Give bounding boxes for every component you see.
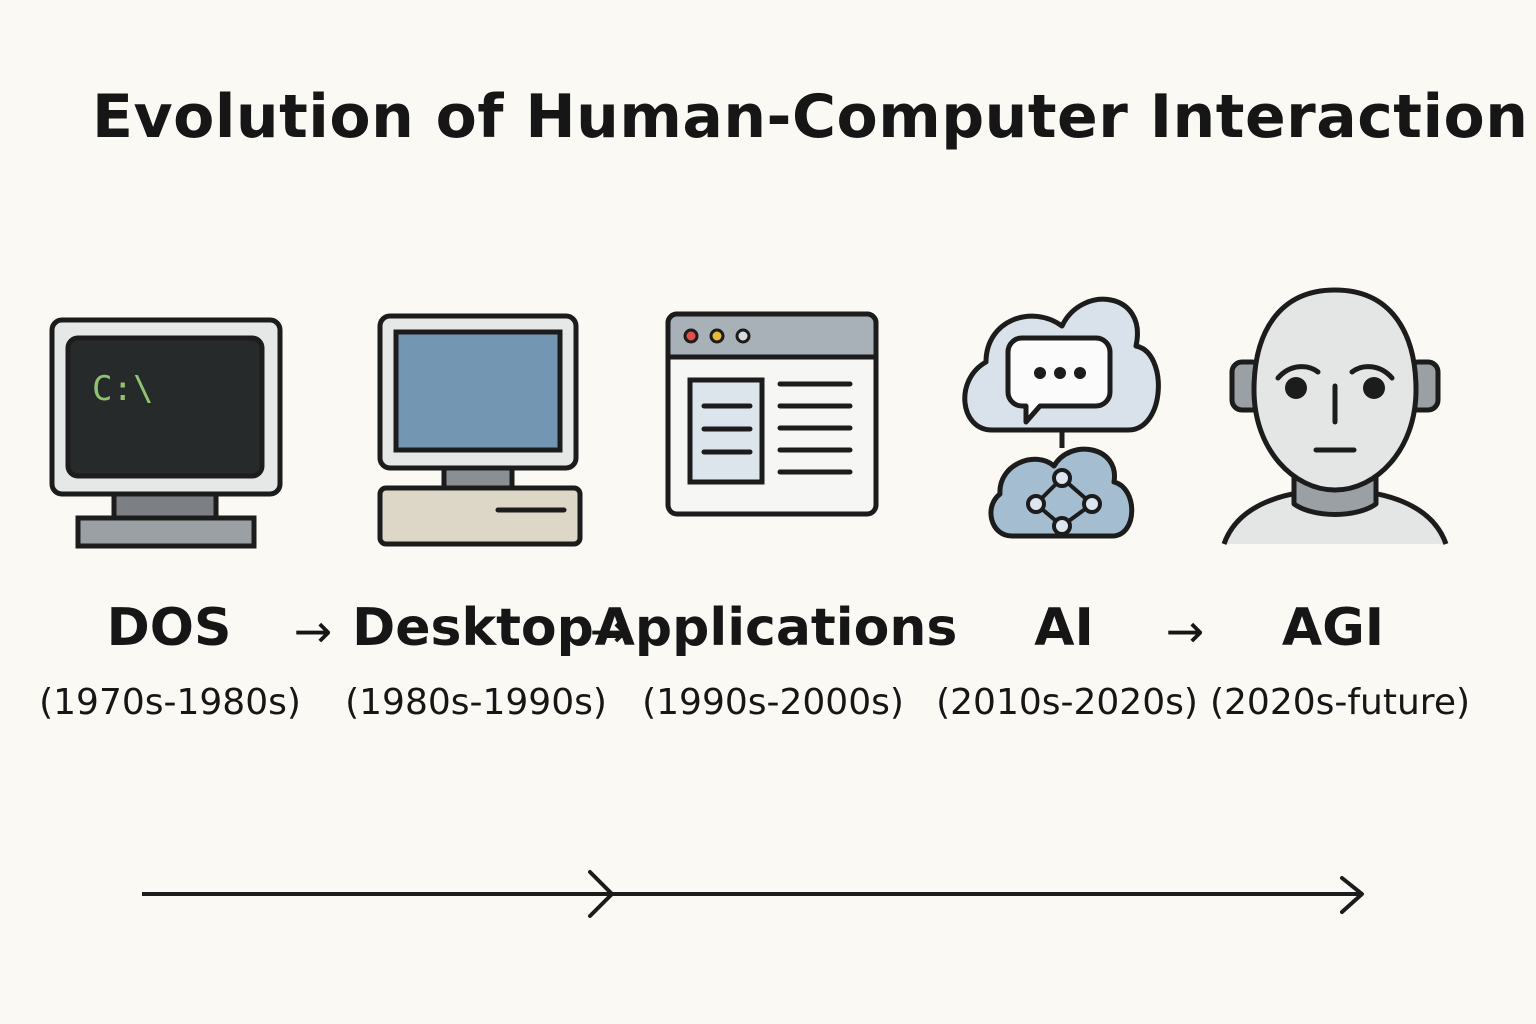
separator-arrow: → (293, 604, 333, 658)
stage-period-ai: (2010s-2020s) (936, 682, 1198, 723)
page-title: Evolution of Human-Computer Interaction (92, 82, 1529, 152)
timeline-midpoint-chevron (588, 870, 614, 918)
stage-label-desktop: Desktop (352, 598, 594, 658)
stage-period-dos: (1970s-1980s) (39, 682, 301, 723)
stage-period-applications: (1990s-2000s) (642, 682, 904, 723)
command-prompt-text: C:\ (92, 369, 153, 409)
timeline-arrow (142, 870, 1364, 918)
timeline-arrowhead (1340, 876, 1364, 914)
stage-period-desktop: (1980s-1990s) (345, 682, 607, 723)
stage-label-agi: AGI (1281, 598, 1385, 658)
desktop-computer-icon (377, 313, 583, 547)
separator-arrow: → (589, 604, 629, 658)
stage-label-ai: AI (1034, 598, 1094, 658)
application-window-icon (665, 311, 879, 517)
separator-arrow: → (1165, 604, 1205, 658)
stage-period-agi: (2020s-future) (1209, 682, 1471, 723)
humanoid-head-icon (1221, 287, 1449, 545)
stage-label-applications: Applications (594, 598, 958, 658)
ai-cloud-chat-icon (962, 296, 1161, 539)
terminal-computer-icon: C:\ (49, 317, 283, 549)
stage-label-dos: DOS (106, 598, 232, 658)
